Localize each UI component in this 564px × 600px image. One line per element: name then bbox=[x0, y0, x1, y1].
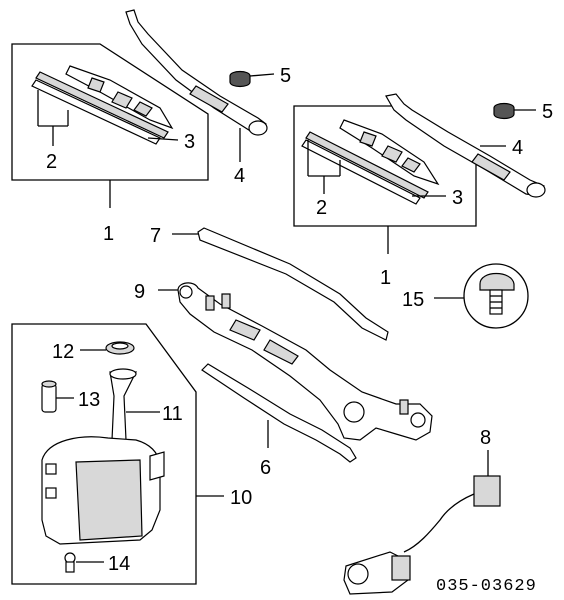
callout-12: 12 bbox=[52, 341, 74, 363]
callout-5-left: 5 bbox=[280, 65, 291, 87]
left-arm-cap bbox=[229, 70, 275, 88]
callout-9: 9 bbox=[134, 281, 145, 303]
callout-7: 7 bbox=[150, 225, 161, 247]
callout-2-right: 2 bbox=[316, 197, 327, 219]
diagram-code: 035-03629 bbox=[436, 577, 537, 596]
right-blade-assembly-frame bbox=[293, 105, 477, 254]
callout-5-right: 5 bbox=[542, 101, 553, 123]
reservoir-cap-12 bbox=[80, 341, 135, 355]
link-rod-6 bbox=[201, 363, 357, 463]
bolt-15 bbox=[434, 263, 529, 329]
callout-1-right: 1 bbox=[380, 267, 391, 289]
link-rod-7 bbox=[172, 227, 389, 341]
washer-reservoir-frame bbox=[11, 323, 224, 585]
callout-6: 6 bbox=[260, 457, 271, 479]
right-arm-cap bbox=[493, 102, 536, 120]
callout-15: 15 bbox=[402, 289, 424, 311]
callout-4-right: 4 bbox=[512, 137, 523, 159]
right-wiper-arm bbox=[385, 93, 546, 198]
callout-3-left: 3 bbox=[184, 131, 195, 153]
washer-reservoir-tank bbox=[41, 436, 165, 545]
grommet-14 bbox=[64, 552, 104, 573]
left-wiper-blade bbox=[31, 65, 179, 146]
callout-3-right: 3 bbox=[452, 187, 463, 209]
washer-pump-13 bbox=[41, 380, 74, 413]
callout-1-left: 1 bbox=[103, 223, 114, 245]
wiper-linkage-frame-9 bbox=[158, 282, 433, 441]
right-wiper-blade bbox=[301, 119, 446, 205]
callout-2-left: 2 bbox=[46, 151, 57, 173]
callout-11: 11 bbox=[162, 403, 183, 425]
wiper-motor-8 bbox=[343, 450, 501, 595]
callout-4-left: 4 bbox=[234, 165, 245, 187]
filler-neck-11 bbox=[109, 368, 160, 441]
callout-14: 14 bbox=[108, 553, 130, 575]
callout-13: 13 bbox=[78, 389, 100, 411]
left-blade-assembly-frame bbox=[11, 43, 209, 208]
left-wiper-arm bbox=[125, 9, 268, 162]
callout-10: 10 bbox=[230, 487, 252, 509]
callout-8: 8 bbox=[480, 427, 491, 449]
